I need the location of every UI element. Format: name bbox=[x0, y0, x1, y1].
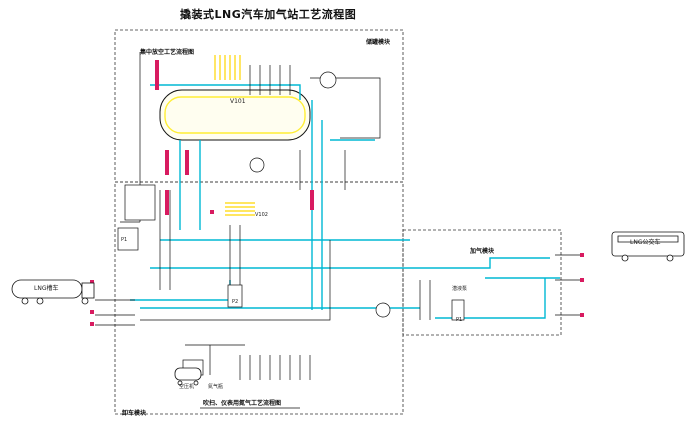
diagram-title: 撬装式LNG汽车加气站工艺流程图 bbox=[180, 8, 357, 21]
nitrogen-label: 氮气瓶 bbox=[208, 384, 224, 390]
instrument-lines bbox=[95, 52, 580, 380]
purge-flow-label: 吹扫、仪表用氮气工艺流程图 bbox=[203, 400, 282, 407]
bus-label: LNG公交车 bbox=[630, 239, 661, 246]
lng-tanker-truck bbox=[11, 279, 95, 305]
tank2-label: V102 bbox=[255, 212, 268, 218]
storage-module-label: 储罐模块 bbox=[366, 39, 391, 46]
air-compressor bbox=[174, 367, 202, 386]
compressor-label: 空压机 bbox=[179, 384, 195, 390]
lng-bus bbox=[611, 231, 685, 262]
bog-flow-label: 集中放空工艺流程图 bbox=[140, 49, 195, 56]
tanker-label: LNG槽车 bbox=[34, 285, 59, 292]
unloading-module-label: 卸车模块 bbox=[122, 410, 147, 417]
sump-label: 潜液泵 bbox=[452, 286, 468, 292]
lng-storage-tank bbox=[159, 89, 311, 141]
magenta-tags bbox=[90, 60, 584, 326]
pump-b-label: P2 bbox=[232, 299, 239, 305]
process-pipes bbox=[130, 84, 560, 319]
vaporizer-coils bbox=[214, 55, 255, 216]
dispensing-module-label: 加气模块 bbox=[470, 248, 495, 255]
module-boundaries bbox=[114, 29, 562, 415]
tank-label: V101 bbox=[230, 98, 246, 105]
pump-skids bbox=[117, 71, 465, 376]
pump-a-label: P1 bbox=[456, 317, 463, 323]
pump-label: P1 bbox=[121, 237, 128, 243]
